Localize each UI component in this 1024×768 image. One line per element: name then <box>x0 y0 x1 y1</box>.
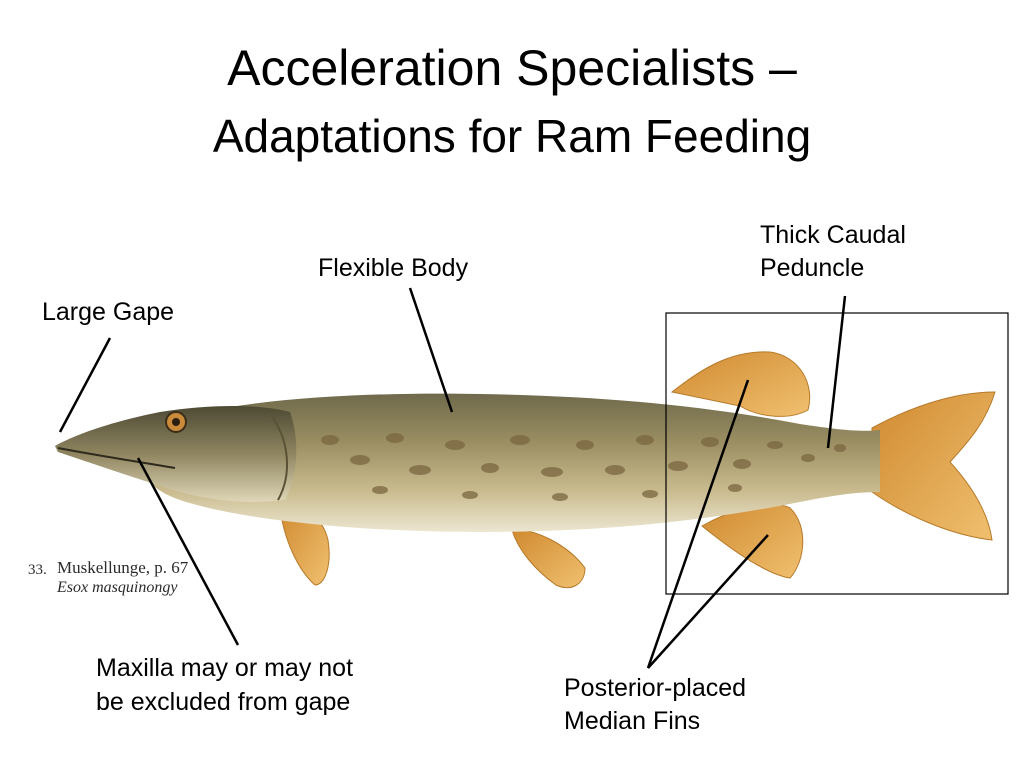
fish-head <box>55 406 297 503</box>
label-maxilla-line2: be excluded from gape <box>96 688 351 716</box>
caption-common-name: Muskellunge, p. 67 <box>57 558 189 577</box>
label-flexible-body: Flexible Body <box>318 254 469 282</box>
label-median-fins-line1: Posterior-placed <box>564 674 747 702</box>
label-thick-caudal-line1: Thick Caudal <box>760 221 906 249</box>
caption-scientific-name: Esox masquinongy <box>57 579 178 596</box>
label-thick-caudal-line2: Peduncle <box>760 254 865 282</box>
label-large-gape: Large Gape <box>42 298 175 326</box>
tail-region-box <box>665 312 1009 595</box>
body-spots <box>321 433 846 501</box>
slide-title-line1: Acceleration Specialists – <box>227 40 797 96</box>
label-median-fins-line2: Median Fins <box>564 707 701 735</box>
caudal-fin <box>871 391 996 541</box>
fish-body <box>137 393 881 532</box>
caption-number: 33. <box>28 562 47 578</box>
dorsal-fin <box>670 351 811 417</box>
pelvic-fin <box>511 529 586 589</box>
callout-lines <box>58 287 847 669</box>
gill-cover <box>269 413 288 501</box>
label-maxilla-line1: Maxilla may or may not <box>96 654 354 682</box>
mouth-line <box>57 447 176 469</box>
slide-title-line2: Adaptations for Ram Feeding <box>212 110 812 162</box>
